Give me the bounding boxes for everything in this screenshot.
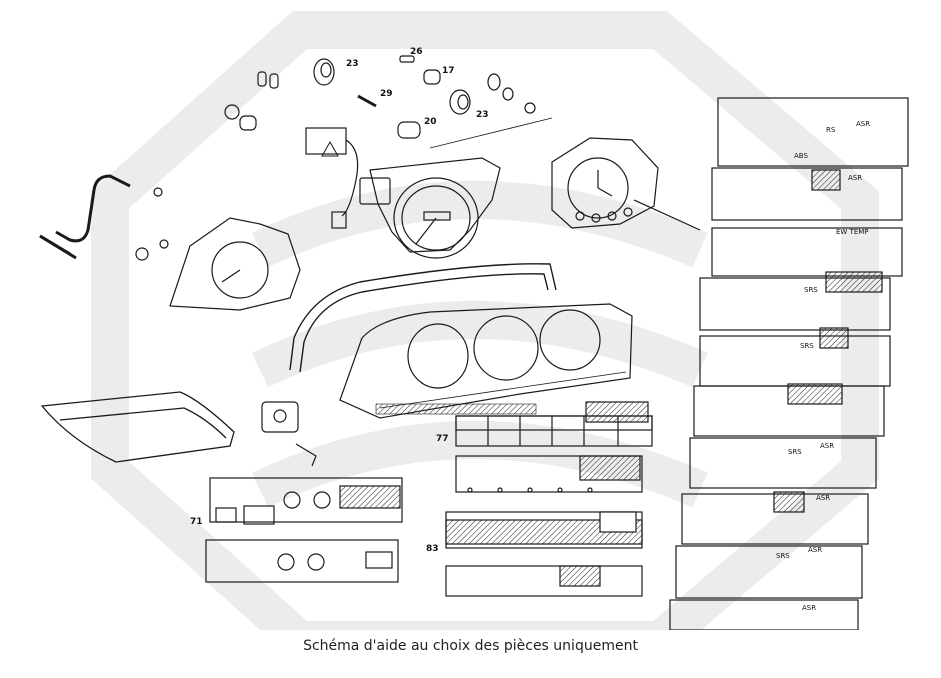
- rs-label: RS: [826, 126, 836, 134]
- srs-label: SRS: [788, 448, 802, 456]
- part-label-29: 29: [380, 89, 393, 99]
- clock-cluster: [551, 137, 701, 231]
- rheostat-switch: [261, 401, 317, 467]
- switch-panel-77: [455, 401, 653, 447]
- cluster-trim-seal: [289, 263, 557, 373]
- switch-panel-center-2: [455, 455, 643, 493]
- switch-panel-71: [209, 477, 403, 525]
- part-label-23a: 23: [346, 59, 359, 69]
- part-label-17: 17: [442, 66, 455, 76]
- part-label-20: 20: [424, 117, 437, 127]
- srs-label: SRS: [776, 552, 790, 560]
- part-label-83: 83: [426, 544, 439, 554]
- vent-tube: [39, 174, 131, 260]
- abs-label: ABS: [794, 152, 808, 160]
- asr-label: ASR: [816, 494, 830, 502]
- srs-label: SRS: [804, 286, 818, 294]
- switch-panel-left-2: [205, 539, 399, 583]
- left-gauge-housing: [135, 187, 301, 311]
- part-label-23b: 23: [476, 110, 489, 120]
- lower-cover-tray: [40, 391, 235, 463]
- switch-labels: ABS RS ASR ASR EW TEMP SRS SRS SRS ASR A…: [776, 120, 870, 612]
- parts-diagram: 23 26 17 29 20 23 77 71 83 ABS RS ASR AS…: [39, 10, 909, 630]
- srs-label: SRS: [800, 342, 814, 350]
- asr-label: ASR: [848, 174, 862, 182]
- part-label-77: 77: [436, 434, 449, 444]
- part-number-labels: 23 26 17 29 20 23 77 71 83: [190, 47, 489, 554]
- switch-panel-center-4: [445, 565, 643, 597]
- asr-label: ASR: [802, 604, 816, 612]
- asr-label: ASR: [856, 120, 870, 128]
- main-instrument-cluster: [339, 303, 633, 419]
- ew-temp-label: EW TEMP: [836, 228, 869, 236]
- bulb-sockets-top: [224, 55, 553, 149]
- switch-panel-83: [445, 511, 643, 549]
- part-label-26: 26: [410, 47, 423, 57]
- switch-panel-right-column: [669, 97, 909, 630]
- diagram-caption: Schéma d'aide au choix des pièces unique…: [303, 638, 638, 654]
- part-label-71: 71: [190, 517, 203, 527]
- asr-label: ASR: [808, 546, 822, 554]
- asr-label: ASR: [820, 442, 834, 450]
- small-instrument-cluster: [359, 157, 501, 259]
- wire-harness: [305, 127, 359, 229]
